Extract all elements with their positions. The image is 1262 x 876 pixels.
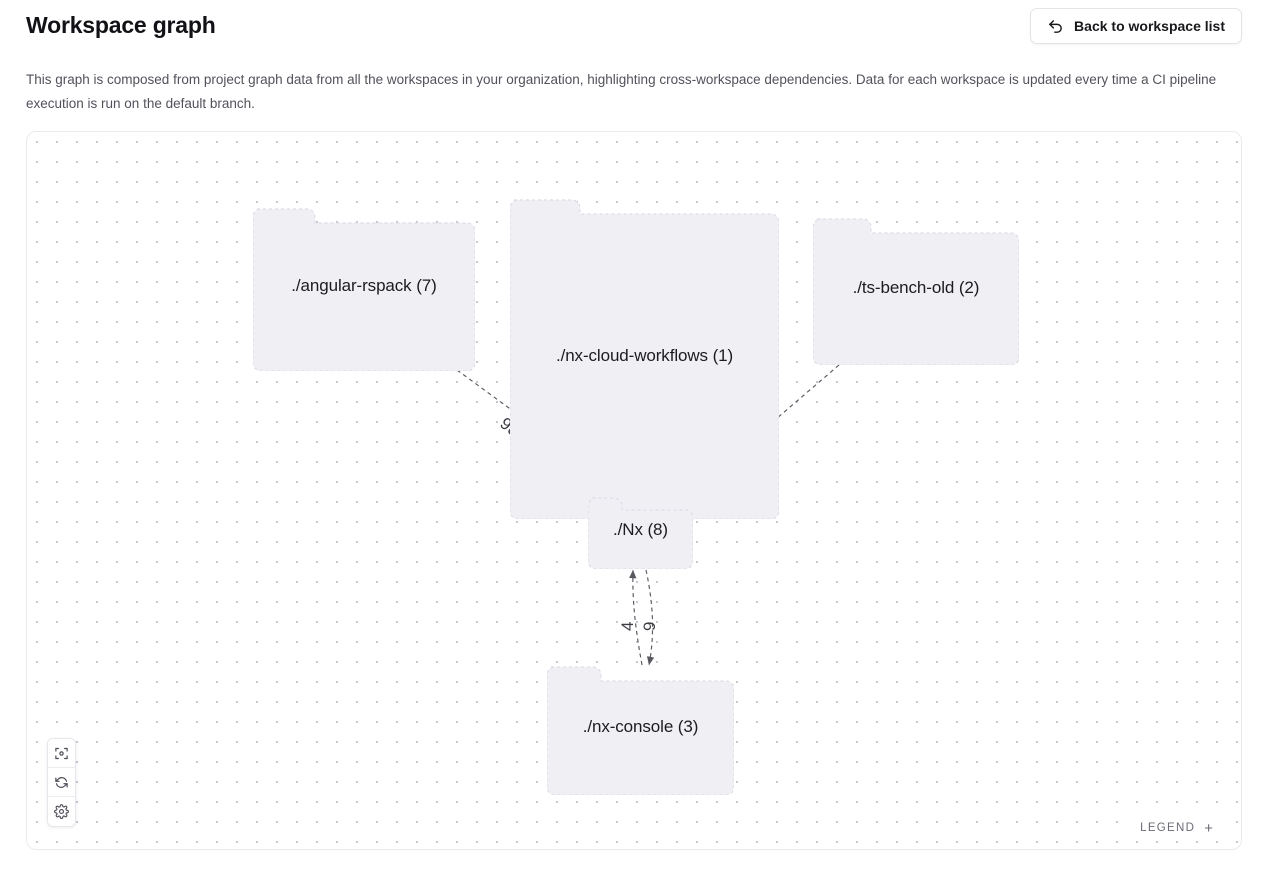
refresh-icon: [54, 775, 69, 790]
folder-shape-icon: [588, 497, 693, 569]
graph-node-nx-cloud-workflows[interactable]: ./nx-cloud-workflows (1): [510, 192, 779, 519]
legend-label: LEGEND: [1140, 822, 1196, 834]
focus-icon: [54, 746, 69, 761]
folder-shape-icon: [510, 199, 779, 519]
back-to-workspace-list-button[interactable]: Back to workspace list: [1030, 8, 1242, 44]
fit-to-screen-button[interactable]: [48, 739, 75, 768]
graph-canvas[interactable]: 26 6 4 9 ./angular-rspack (7): [26, 131, 1242, 850]
edge-label: 4: [618, 622, 637, 631]
graph-controls: [47, 738, 76, 827]
graph-node-angular-rspack[interactable]: ./angular-rspack (7): [253, 201, 475, 371]
settings-button[interactable]: [48, 797, 75, 826]
graph-node-nx[interactable]: ./Nx (8): [588, 490, 693, 569]
folder-shape-icon: [253, 208, 475, 371]
edge-nx-console-to-nx: 4: [618, 569, 643, 666]
back-arrow-icon: [1047, 18, 1064, 35]
graph-node-ts-bench-old[interactable]: ./ts-bench-old (2): [813, 211, 1019, 365]
refresh-button[interactable]: [48, 768, 75, 797]
edge-nx-to-nx-console: 9: [640, 569, 659, 666]
page-title: Workspace graph: [26, 12, 216, 38]
node-label: ./angular-rspack (7): [291, 276, 437, 295]
page-header: Workspace graph Back to workspace list: [26, 8, 1242, 44]
back-button-label: Back to workspace list: [1074, 18, 1225, 34]
graph-node-nx-console[interactable]: ./nx-console (3): [547, 659, 734, 795]
folder-shape-icon: [547, 666, 734, 795]
node-label: ./nx-console (3): [582, 717, 699, 736]
legend-toggle[interactable]: LEGEND +: [1130, 815, 1223, 841]
node-label: ./nx-cloud-workflows (1): [555, 345, 734, 365]
folder-shape-icon: [813, 218, 1019, 365]
node-label: ./Nx (8): [613, 519, 668, 539]
edge-label: 9: [640, 622, 659, 631]
page-description: This graph is composed from project grap…: [26, 71, 1217, 111]
gear-icon: [54, 804, 69, 819]
plus-icon: +: [1204, 819, 1213, 837]
node-label: ./ts-bench-old (2): [852, 278, 980, 297]
